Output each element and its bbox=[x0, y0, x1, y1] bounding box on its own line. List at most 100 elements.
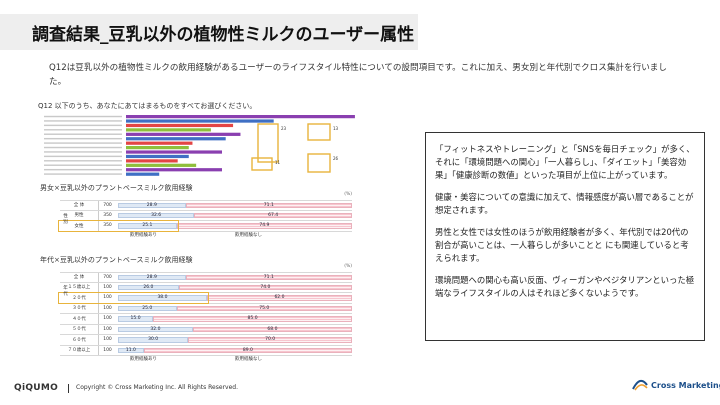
row-label: ５０代 bbox=[72, 327, 86, 333]
segment-experienced: 30.0 bbox=[118, 337, 189, 343]
chart-legend: 飲用経験あり 飲用経験なし bbox=[60, 232, 352, 239]
row-n: 100 bbox=[98, 324, 116, 334]
lifestyle-label-placeholder bbox=[44, 155, 122, 158]
segment-experienced: 25.1 bbox=[118, 223, 177, 229]
segment-experienced: 28.9 bbox=[118, 275, 186, 280]
highlight-box bbox=[251, 157, 273, 171]
copyright-text: Copyright © Cross Marketing Inc. All Rig… bbox=[76, 384, 238, 391]
lifestyle-bar bbox=[126, 154, 189, 159]
row-n: 700 bbox=[98, 201, 116, 210]
intro-text: Q12は豆乳以外の植物性ミルクの飲用経験があるユーザーのライフスタイル特性につい… bbox=[49, 63, 667, 87]
title-bar bbox=[0, 14, 418, 50]
age-section-title: 年代×豆乳以外のプラントベースミルク飲用経験 bbox=[40, 256, 193, 264]
legend-not-experienced: 飲用経験なし bbox=[235, 357, 262, 362]
row-n: 350 bbox=[98, 210, 116, 220]
lifestyle-label-placeholder bbox=[44, 133, 122, 135]
lifestyle-bar bbox=[126, 150, 222, 154]
highlight-box bbox=[307, 153, 331, 173]
page-title: 調査結果_豆乳以外の植物性ミルクのユーザー属性 bbox=[32, 25, 415, 45]
segment-not-experienced: 71.1 bbox=[185, 275, 352, 280]
gender-section-title: 男女×豆乳以外のプラントベースミルク飲用経験 bbox=[40, 184, 193, 192]
side-group-label: 性別 bbox=[63, 214, 68, 225]
row-label: 全 体 bbox=[73, 275, 85, 281]
segment-experienced: 25.0 bbox=[118, 305, 177, 311]
finding-2: 健康・美容についての意識に加えて、情報感度が高い層であることが想定されます。 bbox=[435, 192, 694, 215]
row-n: 100 bbox=[98, 303, 116, 313]
highlight-value: 13 bbox=[333, 126, 339, 131]
segment-experienced: 38.0 bbox=[118, 295, 207, 301]
row-n: 100 bbox=[98, 293, 116, 303]
highlight-value: 11 bbox=[275, 160, 281, 165]
row-label: 男性 bbox=[74, 213, 84, 219]
lifestyle-label-placeholder bbox=[44, 124, 122, 127]
finding-3: 男性と女性では女性のほうが飲用経験者が多く、年代別では20代の割合が高いことは、… bbox=[435, 227, 689, 263]
lifestyle-bar-chart: 23 13 26 11 bbox=[44, 115, 355, 176]
segment-not-experienced: 89.0 bbox=[143, 347, 352, 353]
highlight-box bbox=[257, 123, 279, 163]
highlight-value: 26 bbox=[333, 156, 339, 161]
lifestyle-bar bbox=[126, 141, 193, 145]
segment-not-experienced: 62.0 bbox=[206, 295, 352, 301]
lifestyle-bar bbox=[126, 128, 211, 132]
segment-not-experienced: 71.1 bbox=[185, 203, 352, 208]
lifestyle-label-placeholder bbox=[44, 164, 122, 166]
row-label: ３０代 bbox=[72, 306, 86, 312]
row-label: １５歳以上 bbox=[67, 285, 91, 291]
percent-unit: (%) bbox=[60, 264, 352, 272]
finding-1: 「フィットネスやトレーニング」と「SNSを毎日チェック」が多く、それに「環境問題… bbox=[435, 144, 695, 180]
lifestyle-bar bbox=[126, 146, 189, 150]
row-highlight bbox=[58, 292, 209, 304]
segment-experienced: 28.9 bbox=[118, 203, 186, 208]
legend-experienced: 飲用経験あり bbox=[130, 232, 157, 238]
lifestyle-bar bbox=[126, 137, 226, 141]
row-n: 100 bbox=[98, 282, 116, 292]
question-text: Q12 以下のうち、あなたにあてはまるものをすべてお選びください。 bbox=[38, 102, 257, 110]
segment-not-experienced: 74.9 bbox=[176, 223, 352, 229]
lifestyle-label-placeholder bbox=[44, 129, 122, 131]
lifestyle-label-placeholder bbox=[44, 120, 122, 122]
lifestyle-label-placeholder bbox=[44, 115, 122, 118]
percent-unit: (%) bbox=[60, 192, 352, 200]
legend-not-experienced: 飲用経験なし bbox=[235, 232, 262, 238]
lifestyle-label-placeholder bbox=[44, 168, 122, 171]
row-label: ２０代 bbox=[72, 295, 86, 301]
unit-label: (%) bbox=[344, 192, 352, 197]
qiqumo-logo: QiQUMO bbox=[14, 383, 59, 393]
lifestyle-bar bbox=[126, 115, 355, 119]
lifestyle-label-placeholder bbox=[44, 137, 122, 140]
lifestyle-bar bbox=[126, 159, 178, 163]
cross-marketing-brand: Cross Marketing bbox=[632, 379, 720, 391]
row-highlight bbox=[58, 220, 179, 232]
row-label: ６０代 bbox=[72, 337, 86, 343]
lifestyle-bar bbox=[126, 163, 197, 167]
lifestyle-bar bbox=[126, 132, 241, 136]
segment-not-experienced: 85.0 bbox=[153, 316, 352, 322]
row-n: 100 bbox=[98, 314, 116, 324]
highlight-value: 23 bbox=[281, 126, 287, 131]
highlight-box bbox=[307, 123, 331, 141]
lifestyle-label-placeholder bbox=[44, 142, 122, 144]
row-n: 700 bbox=[98, 273, 116, 282]
segment-experienced: 11.0 bbox=[118, 347, 144, 353]
chart-legend: 飲用経験あり 飲用経験なし bbox=[60, 356, 352, 363]
legend-experienced: 飲用経験あり bbox=[130, 357, 157, 362]
